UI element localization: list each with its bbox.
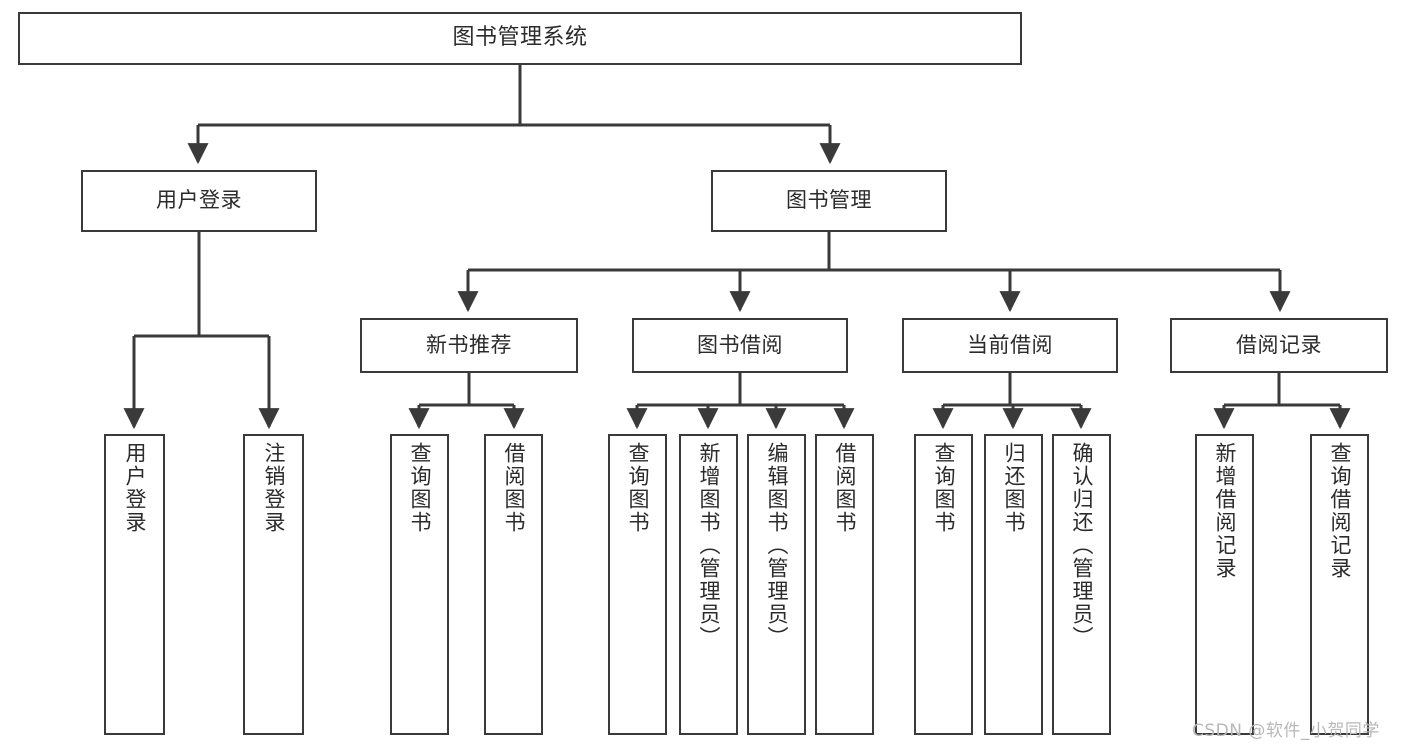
node-leaf-edit-book-admin[interactable]: 编辑图书（管理员） [747,434,806,735]
node-label: 新增借阅记录 [1213,442,1237,580]
node-leaf-query-borrow-record[interactable]: 查询借阅记录 [1310,434,1369,735]
node-label: 编辑图书（管理员） [765,442,789,649]
node-label: 图书管理系统 [452,25,588,51]
node-leaf-query-book-borrow[interactable]: 查询图书 [608,434,667,735]
node-label: 用户登录 [156,188,242,213]
node-label: 借阅图书 [833,442,857,534]
node-label: 借阅记录 [1236,332,1322,357]
node-book-borrow[interactable]: 图书借阅 [632,318,848,373]
node-label: 归还图书 [1002,442,1026,534]
node-leaf-query-book-recommend[interactable]: 查询图书 [390,434,449,735]
node-label: 确认归还（管理员） [1070,442,1094,649]
node-label: 新书推荐 [426,332,512,357]
node-label: 查询借阅记录 [1328,442,1352,580]
node-leaf-borrow-book[interactable]: 借阅图书 [815,434,874,735]
node-label: 图书借阅 [697,332,783,357]
node-leaf-query-book-current[interactable]: 查询图书 [914,434,973,735]
node-leaf-return-book[interactable]: 归还图书 [984,434,1043,735]
node-leaf-confirm-return-admin[interactable]: 确认归还（管理员） [1052,434,1111,735]
node-label: 图书管理 [786,188,872,213]
node-book-management[interactable]: 图书管理 [711,170,947,232]
csdn-watermark: CSDN @软件_小贺同学 [1192,721,1380,741]
node-root-book-management-system[interactable]: 图书管理系统 [18,12,1022,65]
node-label: 查询图书 [408,442,432,534]
node-label: 借阅图书 [502,442,526,534]
node-borrow-record[interactable]: 借阅记录 [1170,318,1388,373]
node-leaf-borrow-book-recommend[interactable]: 借阅图书 [484,434,543,735]
node-label: 新增图书（管理员） [697,442,721,649]
node-leaf-logout[interactable]: 注销登录 [243,434,304,735]
node-label: 用户登录 [123,442,147,534]
node-current-borrow[interactable]: 当前借阅 [902,318,1118,373]
node-label: 注销登录 [262,442,286,534]
node-new-book-recommend[interactable]: 新书推荐 [360,318,578,373]
node-label: 查询图书 [626,442,650,534]
node-label: 当前借阅 [967,332,1053,357]
node-leaf-add-borrow-record[interactable]: 新增借阅记录 [1195,434,1254,735]
node-user-login[interactable]: 用户登录 [81,170,317,232]
node-leaf-add-book-admin[interactable]: 新增图书（管理员） [679,434,738,735]
node-label: 查询图书 [932,442,956,534]
node-leaf-user-login[interactable]: 用户登录 [104,434,165,735]
